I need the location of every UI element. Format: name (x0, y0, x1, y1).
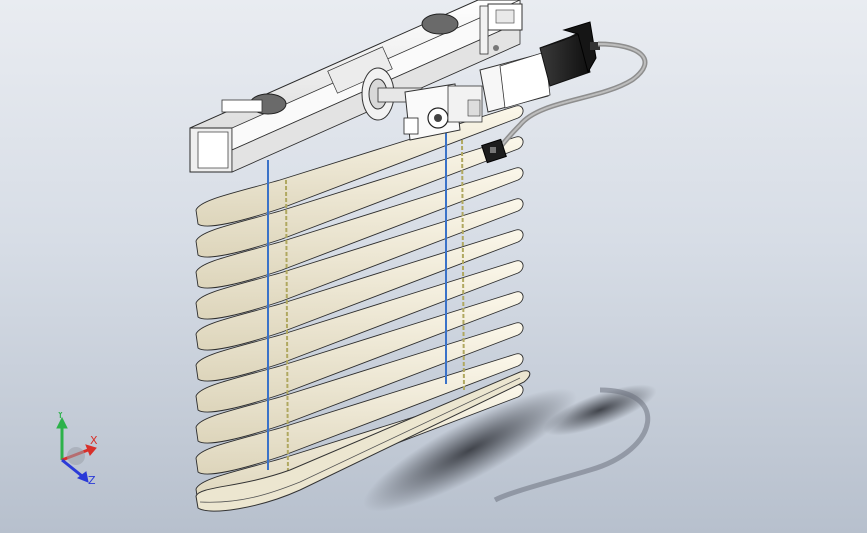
x-axis-label: X (90, 434, 98, 447)
slat (195, 167, 524, 289)
triad-origin-sphere (67, 447, 85, 465)
slat (195, 260, 524, 382)
y-axis-label: Y (56, 412, 64, 421)
slat (195, 136, 524, 258)
z-axis-arrow (61, 458, 83, 478)
ground-shadow (363, 384, 657, 512)
x-axis-head (85, 444, 97, 456)
z-axis-label: Z (88, 474, 96, 487)
lift-cord-left (285, 179, 289, 479)
slat (195, 198, 524, 320)
ladder-tapes (267, 130, 465, 479)
slat (195, 353, 524, 475)
coupling-assembly[interactable] (361, 67, 483, 141)
z-axis-head (76, 471, 89, 483)
axis-triad: Y X Z (56, 412, 98, 487)
bottom-rail (195, 370, 531, 512)
lift-cord-right (461, 139, 465, 393)
slat (195, 291, 524, 413)
stepper-motor[interactable] (479, 21, 600, 113)
slat (195, 322, 524, 444)
slat (195, 105, 524, 227)
motor-cable[interactable] (481, 41, 648, 164)
slat (195, 229, 524, 351)
y-axis-head (56, 416, 68, 429)
